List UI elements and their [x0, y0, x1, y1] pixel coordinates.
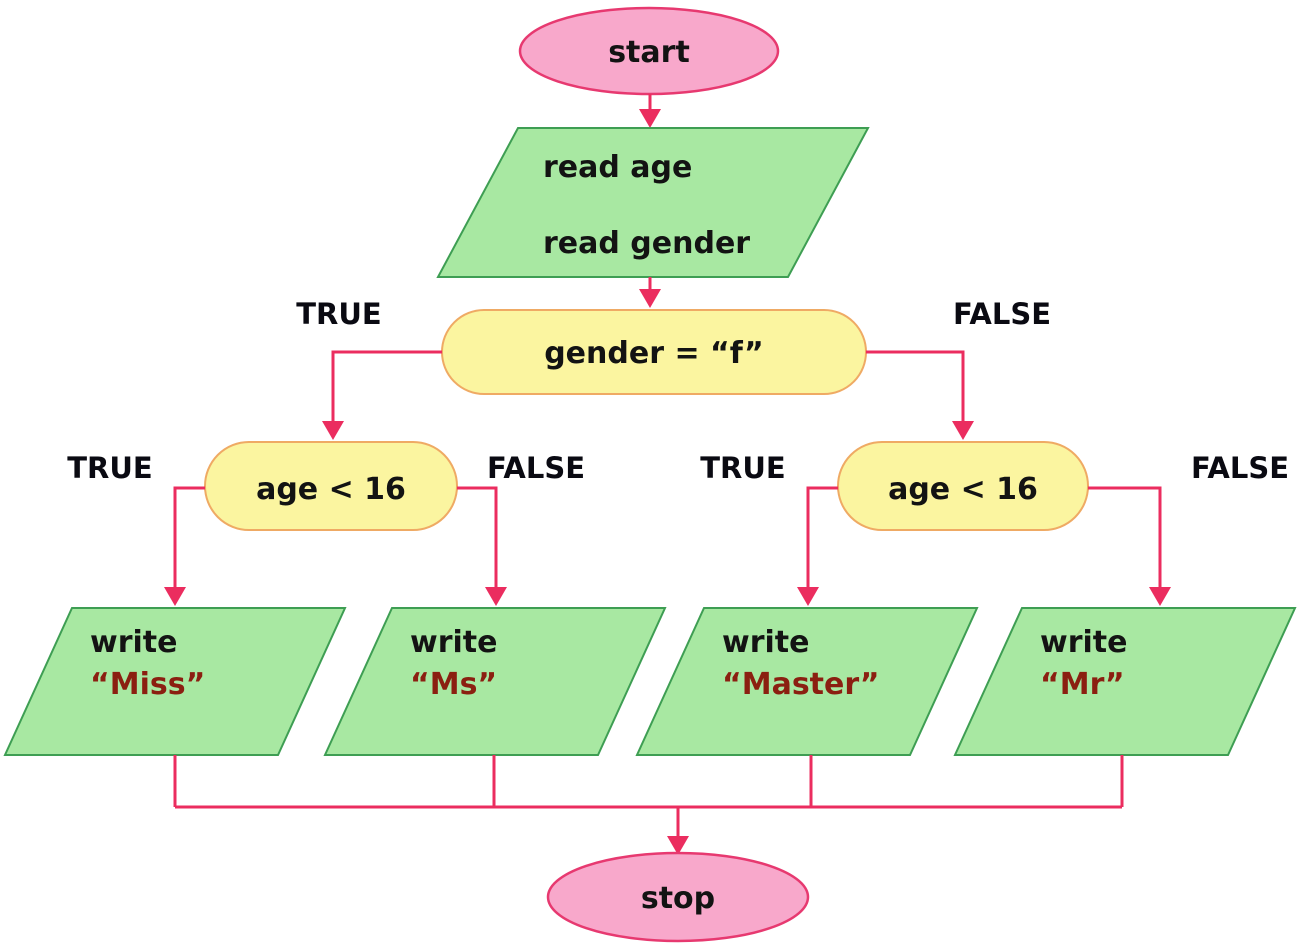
arrowhead: [639, 109, 661, 128]
edge-start-to-read: [639, 94, 661, 128]
node-write-mr-line1: write: [1040, 625, 1127, 660]
node-read-input-line2: read gender: [543, 226, 750, 261]
node-age-decision-right: [837, 441, 1089, 531]
edge-gender-true: [322, 350, 442, 440]
node-write-mr-line2: “Mr”: [1040, 667, 1125, 702]
edge-line: [1088, 486, 1162, 588]
node-stop: [546, 851, 810, 943]
node-age-decision-right-label: age < 16: [888, 472, 1038, 507]
edge-line: [173, 486, 205, 588]
arrowhead: [485, 587, 507, 606]
node-start-label: start: [608, 35, 690, 70]
edge-gender-false: [866, 350, 974, 440]
arrowhead: [639, 289, 661, 308]
arrowhead: [322, 421, 344, 440]
branch-label-age-left-true: TRUE: [67, 451, 152, 485]
arrowhead: [952, 421, 974, 440]
node-write-miss: [3, 607, 347, 756]
arrowhead: [164, 587, 186, 606]
node-write-mr: [953, 607, 1297, 756]
arrowhead: [1149, 587, 1171, 606]
edge-line: [457, 486, 498, 588]
edge-line: [331, 350, 442, 422]
node-read-input: [436, 127, 870, 278]
node-read-input-line1: read age: [543, 150, 692, 185]
node-write-master: [635, 607, 979, 756]
edge-line: [866, 350, 965, 422]
edge-age-right-false: [1088, 486, 1171, 606]
node-write-master-line1: write: [722, 625, 809, 660]
edge-age-left-true: [164, 486, 205, 606]
branch-label-age-right-false: FALSE: [1191, 451, 1289, 485]
node-write-ms: [323, 607, 667, 756]
edge-merge-to-stop: [667, 807, 689, 855]
node-age-decision-left: [204, 441, 458, 531]
edge-age-right-true: [797, 486, 838, 606]
branch-label-age-right-true: TRUE: [700, 451, 785, 485]
edge-line: [806, 486, 838, 588]
arrowhead: [797, 587, 819, 606]
edge-age-left-false: [457, 486, 507, 606]
node-write-ms-line2: “Ms”: [410, 667, 497, 702]
node-age-decision-left-label: age < 16: [256, 472, 406, 507]
node-write-ms-line1: write: [410, 625, 497, 660]
node-stop-label: stop: [641, 881, 715, 916]
branch-label-gender-false: FALSE: [953, 297, 1051, 331]
branch-label-age-left-false: FALSE: [487, 451, 585, 485]
branch-label-gender-true: TRUE: [296, 297, 381, 331]
node-gender-decision-label: gender = “f”: [544, 336, 764, 371]
arrowhead: [667, 836, 689, 855]
node-write-miss-line2: “Miss”: [90, 667, 205, 702]
node-write-master-line2: “Master”: [722, 667, 879, 702]
edge-read-to-gender: [639, 277, 661, 308]
node-write-miss-line1: write: [90, 625, 177, 660]
